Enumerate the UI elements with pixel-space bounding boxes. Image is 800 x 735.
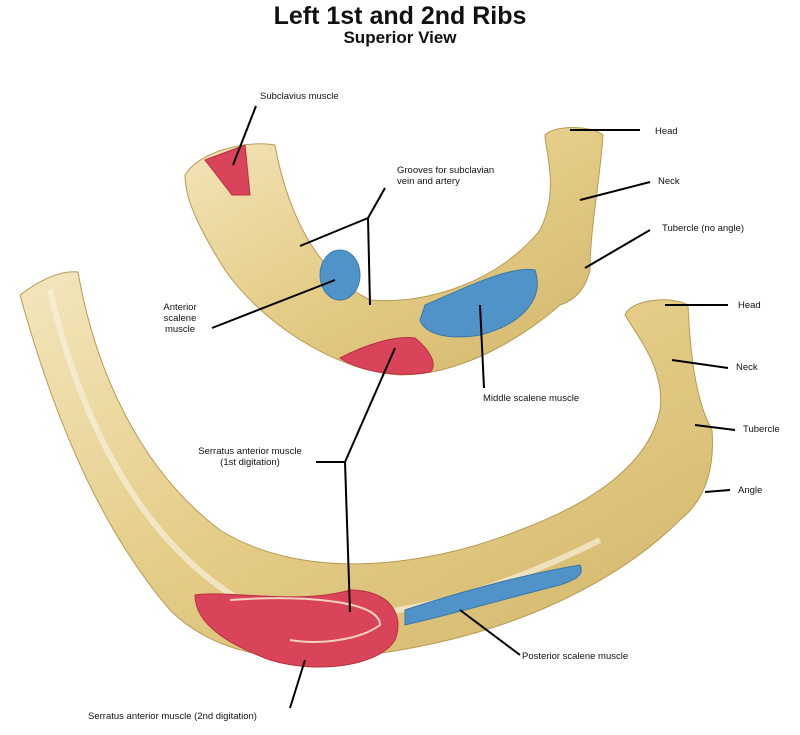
label-grooves-line1: Grooves for subclavian [397, 165, 495, 176]
serratus-anterior-1st-digitation [339, 336, 434, 375]
label-tubercle-rib1: Tubercle (no angle) [662, 223, 745, 234]
label-neck-rib1: Neck [658, 176, 680, 187]
label-posterior-scalene: Posterior scalene muscle [522, 651, 629, 662]
posterior-scalene-muscle [404, 564, 582, 626]
label-anterior-line2: scalene [163, 313, 197, 324]
page-subtitle: Superior View [343, 28, 457, 47]
label-serratus-1st-line1: Serratus anterior muscle [198, 446, 302, 457]
label-angle-rib2: Angle [738, 485, 763, 496]
serratus-anterior-2nd-digitation [194, 589, 399, 668]
label-serratus-1st-line2: (1st digitation) [220, 457, 280, 468]
page-title: Left 1st and 2nd Ribs [273, 2, 527, 30]
label-head-rib2: Head [738, 300, 761, 311]
label-anterior-scalene: Anterior scalene muscle [150, 302, 210, 335]
label-tubercle-rib2: Tubercle [743, 424, 780, 435]
label-anterior-line3: muscle [164, 324, 196, 335]
middle-scalene-muscle [419, 268, 538, 338]
label-head-rib1: Head [655, 126, 678, 137]
label-grooves: Grooves for subclavian vein and artery [397, 165, 494, 187]
label-serratus-1st: Serratus anterior muscle (1st digitation… [185, 446, 315, 468]
label-serratus-2nd: Serratus anterior muscle (2nd digitation… [88, 711, 257, 722]
first-rib [184, 127, 604, 376]
anterior-scalene-muscle [319, 249, 361, 301]
label-middle-scalene: Middle scalene muscle [483, 393, 580, 404]
label-grooves-line2: vein and artery [397, 176, 460, 187]
label-subclavius-muscle: Subclavius muscle [260, 91, 339, 102]
subclavius-muscle [204, 144, 251, 196]
label-anterior-line1: Anterior [163, 302, 197, 313]
label-neck-rib2: Neck [736, 362, 758, 373]
leader-lines [211, 105, 736, 709]
